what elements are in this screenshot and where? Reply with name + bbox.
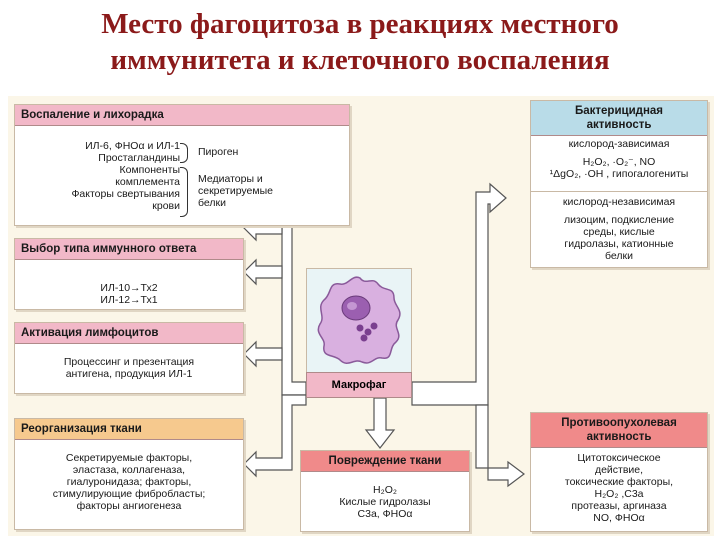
bactericidal-divider	[531, 191, 707, 192]
inflammation-line-3: Компоненты	[119, 164, 181, 176]
antitumor-line-2: действие,	[594, 464, 644, 476]
antitumor-line-5: протеазы, аргиназа	[571, 500, 667, 512]
box-antitumor: Противоопухолевая активность	[530, 412, 708, 532]
box-inflammation-header: Воспаление и лихорадка	[15, 105, 349, 126]
box-bactericidal-header: Бактерицидная активность	[531, 101, 707, 136]
bactericidal-header-line-2: активность	[586, 119, 652, 131]
arrow-to-response-type	[243, 258, 283, 286]
title-line-2: иммунитета и клеточного воспаления	[110, 44, 610, 76]
box-response-type: Выбор типа иммунного ответа	[14, 238, 244, 310]
box-lymphocyte-header: Активация лимфоцитов	[15, 323, 243, 344]
mediators-line-1: Медиаторы и	[198, 173, 263, 185]
mediators-line-2: секретируемые	[198, 185, 273, 197]
left-trunk-arrow	[281, 219, 307, 396]
independent-line-1: лизоцим, подкисление	[563, 214, 675, 226]
oxygen-dependent-formulas: H₂O₂, ·O₂⁻, NO ¹ΔgO₂, ·OH , гипогалогени…	[530, 156, 708, 180]
antitumor-header-line-1: Противоопухолевая	[561, 417, 677, 429]
box-inflammation: Воспаление и лихорадка	[14, 104, 350, 226]
lymphocyte-lines: Процессинг и презентация антигена, проду…	[14, 356, 244, 380]
box-tissue-reorg-header: Реорганизация ткани	[15, 419, 243, 440]
tissue-reorg-line-5: факторы ангиогенеза	[76, 500, 182, 512]
lymphocyte-line-2: антигена, продукция ИЛ-1	[65, 368, 193, 380]
antitumor-line-6: NO, ФНОα	[593, 512, 645, 524]
tissue-damage-lines: H₂O₂ Кислые гидролазы C3a, ФНОα	[300, 484, 470, 520]
box-lymphocyte: Активация лимфоцитов	[14, 322, 244, 394]
tissue-damage-line-3: C3a, ФНОα	[357, 508, 413, 520]
box-bactericidal: Бактерицидная активность	[530, 100, 708, 268]
arrow-to-antitumor	[475, 404, 525, 488]
left-lower-branch	[243, 394, 307, 478]
box-tissue-damage-header: Повреждение ткани	[301, 451, 469, 472]
inflammation-line-2: Простагландины	[98, 152, 180, 164]
box-antitumor-header: Противоопухолевая активность	[531, 413, 707, 448]
macrophage-cell-icon	[317, 276, 401, 364]
response-type-line-2: ИЛ-12→Тх1	[100, 294, 158, 306]
right-trunk-arrow	[411, 182, 507, 406]
bactericidal-header-line-1: Бактерицидная	[574, 105, 664, 117]
antitumor-line-4: H₂O₂ ,C3a	[594, 488, 644, 500]
inflammation-line-4: комплемента	[115, 176, 180, 188]
inflammation-line-5: Факторы свертывания	[71, 188, 180, 200]
macrophage-label: Макрофаг	[306, 372, 412, 398]
box-response-type-header: Выбор типа иммунного ответа	[15, 239, 243, 260]
oxygen-dependent-label: кислород-зависимая	[568, 138, 670, 150]
antitumor-lines: Цитотоксическое действие, токсические фа…	[530, 452, 708, 524]
mediators-line-3: белки	[198, 197, 226, 209]
mediators-label: Медиаторы и секретируемые белки	[198, 173, 273, 209]
arrow-to-lymphocyte	[243, 340, 283, 368]
inflammation-line-1: ИЛ-6, ФНОα и ИЛ-1	[85, 140, 180, 152]
lymphocyte-line-1: Процессинг и презентация	[63, 356, 195, 368]
brace-pyrogen	[180, 143, 188, 163]
tissue-reorg-line-1: Секретируемые факторы,	[65, 452, 193, 464]
tissue-reorg-line-4: стимулирующие фибробласты;	[52, 488, 206, 500]
inflammation-line-6: крови	[152, 200, 180, 212]
antitumor-header-line-2: активность	[586, 431, 652, 443]
oxygen-independent-lines: лизоцим, подкисление среды, кислые гидро…	[530, 214, 708, 262]
independent-line-2: среды, кислые	[583, 226, 655, 238]
formula-line-2: ¹ΔgO₂, ·OH , гипогалогениты	[549, 168, 689, 180]
tissue-damage-line-2: Кислые гидролазы	[339, 496, 431, 508]
box-tissue-reorg: Реорганизация ткани	[14, 418, 244, 530]
formula-line-1: H₂O₂, ·O₂⁻, NO	[582, 156, 656, 168]
independent-line-3: гидролазы, катионные	[564, 238, 674, 250]
slide-title: Место фагоцитоза в реакциях местного имм…	[0, 6, 720, 78]
box-tissue-damage: Повреждение ткани	[300, 450, 470, 532]
response-type-line-1: ИЛ-10→Тх2	[100, 282, 158, 294]
inflammation-factors: ИЛ-6, ФНОα и ИЛ-1 Простагландины Компоне…	[16, 140, 180, 212]
oxygen-independent-label: кислород-независимая	[562, 196, 676, 208]
title-line-1: Место фагоцитоза в реакциях местного	[101, 8, 619, 40]
response-type-lines: ИЛ-10→Тх2 ИЛ-12→Тх1	[14, 282, 244, 306]
brace-mediators	[180, 167, 188, 217]
tissue-reorg-line-2: эластаза, коллагеназа,	[72, 464, 186, 476]
tissue-reorg-lines: Секретируемые факторы, эластаза, коллаге…	[14, 452, 244, 512]
antitumor-line-1: Цитотоксическое	[577, 452, 661, 464]
pyrogen-label: Пироген	[198, 146, 239, 158]
independent-line-4: белки	[605, 250, 633, 262]
arrow-to-tissue-damage	[364, 397, 396, 449]
tissue-damage-line-1: H₂O₂	[373, 484, 397, 496]
tissue-reorg-line-3: гиалуронидаза; факторы,	[66, 476, 192, 488]
antitumor-line-3: токсические факторы,	[564, 476, 674, 488]
